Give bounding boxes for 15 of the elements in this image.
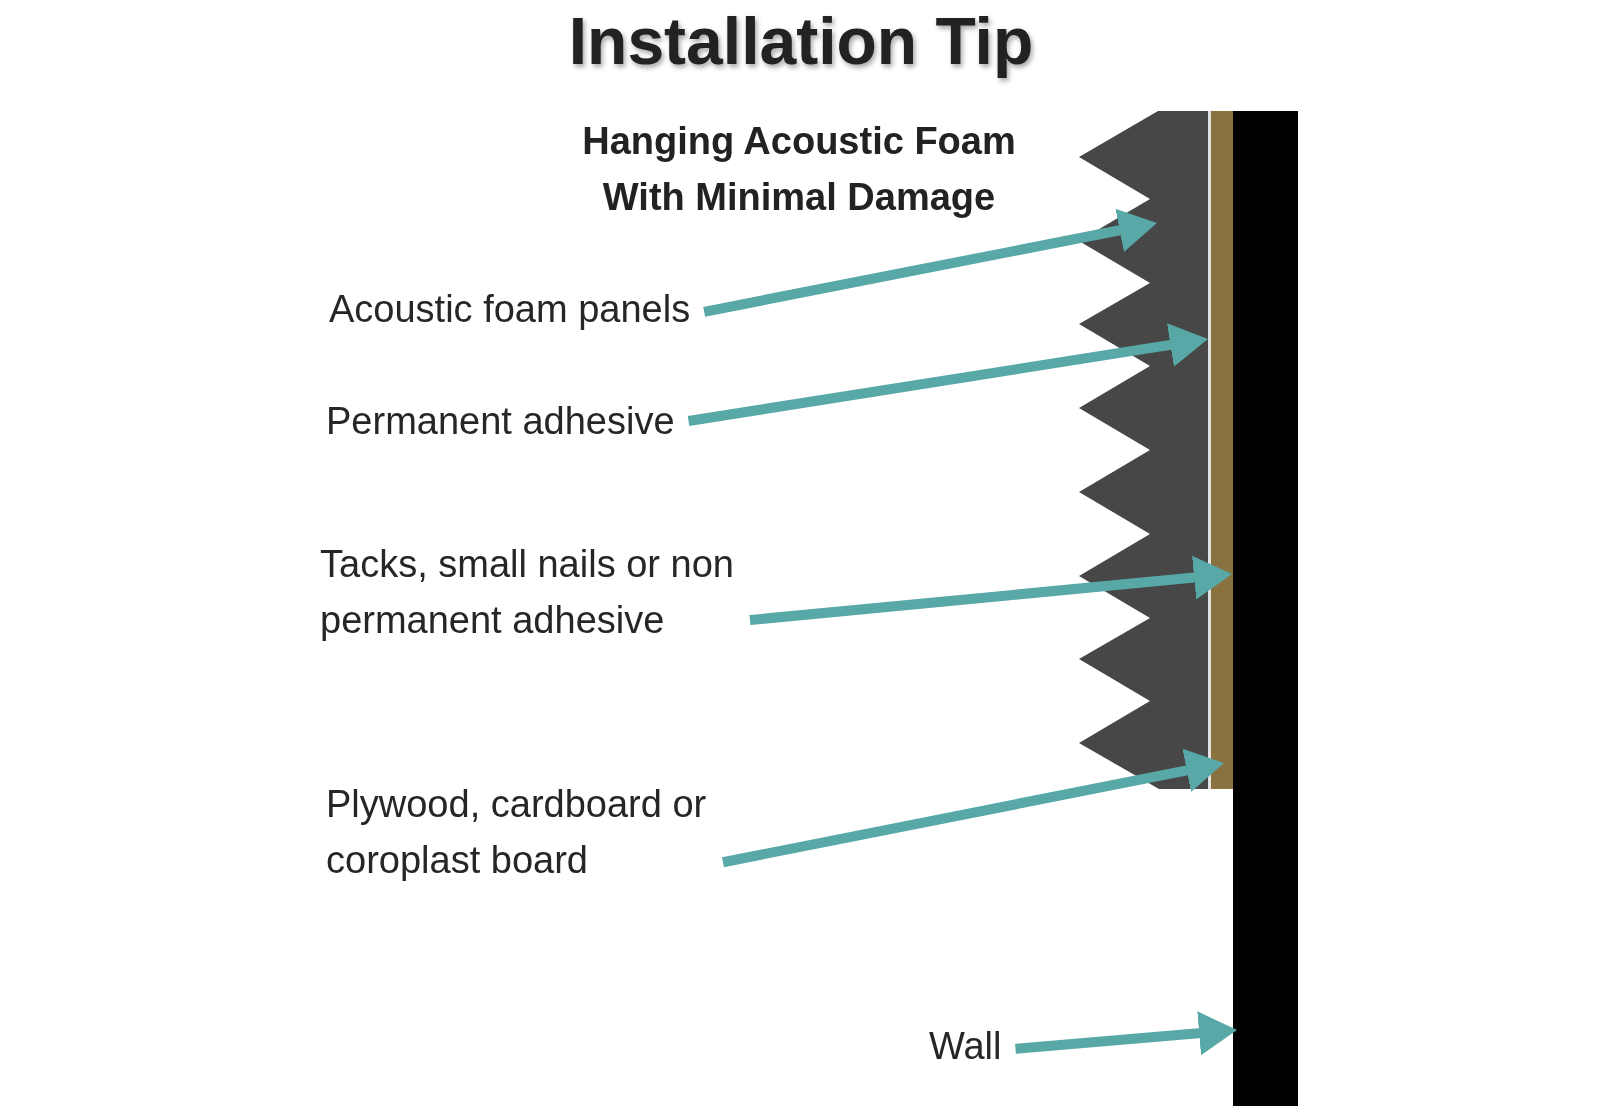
leader-arrow bbox=[687, 323, 1209, 426]
callout-label: Permanent adhesive bbox=[326, 393, 675, 449]
adhesive-layer bbox=[1208, 111, 1211, 789]
subtitle: Hanging Acoustic Foam With Minimal Damage bbox=[581, 119, 1017, 220]
callout-label: Plywood, cardboard or coroplast board bbox=[326, 776, 709, 888]
wall bbox=[1233, 111, 1298, 1106]
plywood-board bbox=[1211, 111, 1233, 789]
leader-arrow bbox=[749, 555, 1233, 625]
leader-arrow bbox=[722, 748, 1225, 868]
callout-label: Acoustic foam panels bbox=[329, 281, 691, 337]
callout-label: Tacks, small nails or non permanent adhesive bbox=[320, 536, 736, 648]
leader-arrow bbox=[1015, 1011, 1238, 1056]
callout-label: Wall bbox=[929, 1018, 1002, 1074]
foam-panel bbox=[1079, 111, 1208, 789]
leader-arrow bbox=[703, 208, 1158, 317]
